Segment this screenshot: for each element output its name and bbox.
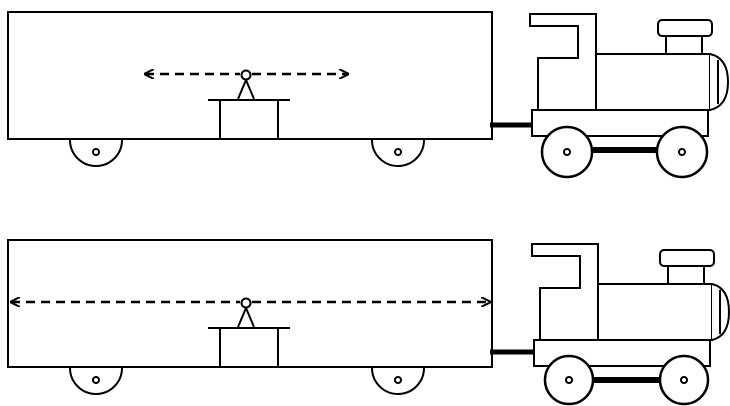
- scene-top: [7, 11, 730, 179]
- railcar-wheel-left: [69, 139, 123, 167]
- stick-figure-head: [240, 69, 252, 81]
- locomotive: [531, 243, 730, 406]
- locomotive: [529, 13, 730, 179]
- railcar-wheel-right: [371, 139, 425, 167]
- table: [208, 99, 290, 139]
- smokestack: [657, 19, 713, 55]
- boiler: [597, 283, 713, 341]
- locomotive-wheel-rear: [655, 125, 709, 179]
- boiler: [595, 53, 711, 111]
- stick-figure-head: [240, 297, 252, 309]
- railcar-wheel-left: [69, 367, 123, 395]
- scene-bottom: [7, 239, 730, 406]
- locomotive-wheel-front: [543, 354, 595, 406]
- smokestack: [659, 249, 715, 285]
- locomotive-wheel-rear: [658, 354, 710, 406]
- locomotive-wheel-front: [540, 125, 594, 179]
- table: [208, 327, 290, 367]
- stick-figure: [237, 69, 255, 100]
- railcar: [7, 11, 493, 167]
- stick-figure: [237, 297, 255, 328]
- railcar-wheel-right: [371, 367, 425, 395]
